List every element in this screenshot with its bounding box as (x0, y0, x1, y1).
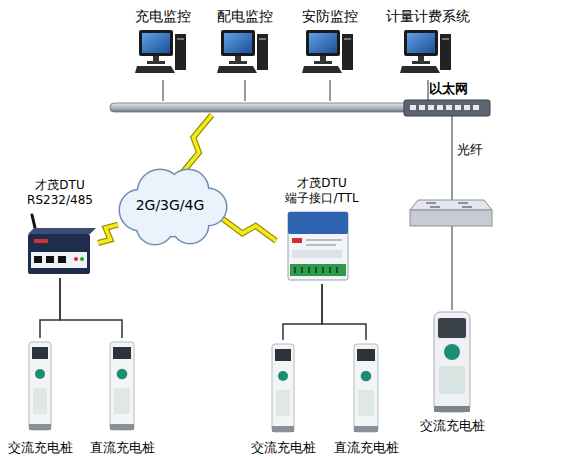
node-label: 才茂DTU (35, 178, 84, 193)
ethernet-switch (404, 100, 490, 116)
wire-connector (60, 278, 122, 338)
node-label: 配电监控 (217, 8, 273, 26)
wire-connector (427, 80, 429, 101)
wire-connector (40, 278, 60, 338)
charging-pile (272, 344, 294, 432)
wireless-link (98, 225, 118, 243)
dtu-node: 才茂DTU端子接口/TTL (276, 176, 368, 284)
charger-node: 交流充电桩 (414, 310, 490, 434)
lightning-outline (98, 225, 118, 243)
computer-icon (400, 30, 451, 73)
node-label: 直流充电桩 (90, 440, 155, 456)
dtu-node: 才茂DTURS232/485 (22, 178, 98, 278)
computer-node: 充电监控 (115, 4, 211, 80)
dtu-device (288, 212, 348, 280)
edge-label: 光纤 (457, 141, 483, 159)
lightning-outline (180, 115, 211, 175)
fiber-switch (410, 200, 492, 226)
computer-node: 配电监控 (197, 4, 293, 80)
dtu-device (28, 215, 96, 274)
charger-node: 直流充电桩 (84, 338, 160, 456)
node-label: 交流充电桩 (420, 418, 485, 434)
ethernet-bus (110, 103, 410, 112)
wireless-link (222, 218, 276, 240)
wire-connector (162, 80, 164, 101)
charging-pile (354, 344, 378, 432)
wire-connector (244, 80, 246, 101)
computer-node: 计量计费系统 (380, 4, 476, 80)
node-label: 端子接口/TTL (285, 191, 358, 206)
wire-connector (322, 284, 366, 340)
node-label: 交流充电桩 (8, 440, 73, 456)
computer-icon (302, 30, 353, 73)
wireless-link (180, 115, 211, 175)
node-label: 以太网 (429, 81, 468, 97)
computer-icon (135, 30, 186, 73)
node-label: RS232/485 (27, 193, 93, 208)
wire-connector (329, 80, 331, 101)
node-label: 计量计费系统 (386, 8, 470, 26)
node-label: 才茂DTU (297, 176, 346, 191)
charging-pile (110, 342, 134, 430)
charger-node: 交流充电桩 (2, 338, 78, 456)
computer-icon (217, 30, 268, 73)
node-label: 充电监控 (135, 8, 191, 26)
node-label: 安防监控 (302, 8, 358, 26)
ethernet-node: 以太网 (110, 101, 490, 115)
lightning-outline (222, 218, 276, 240)
wire-connector (283, 284, 322, 340)
charging-pile (434, 312, 470, 412)
node-label: 直流充电桩 (334, 440, 399, 456)
node-label: 交流充电桩 (251, 440, 316, 456)
node-label: 2G/3G/4G (136, 197, 205, 215)
cloud-node: 2G/3G/4G (118, 175, 222, 237)
charger-node: 交流充电桩 (245, 340, 321, 456)
charging-pile (29, 342, 51, 430)
computer-node: 安防监控 (282, 4, 378, 80)
charger-node: 直流充电桩 (328, 340, 404, 456)
cloud-shape (120, 170, 226, 244)
